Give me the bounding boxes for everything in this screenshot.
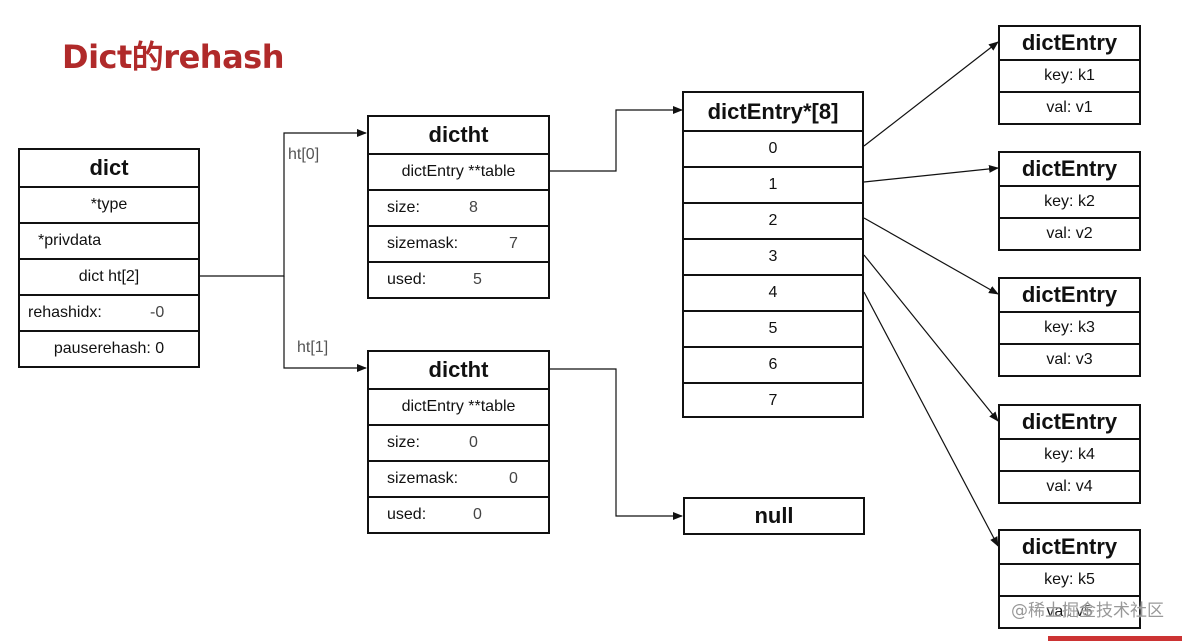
decorative-bar	[1048, 636, 1182, 641]
dict-type-row: *type	[20, 186, 198, 222]
dict-pauserehash-row: pauserehash: 0	[20, 330, 198, 366]
bucket-slot: 2	[684, 202, 862, 238]
ht0-sizemask-value: 7	[509, 235, 518, 252]
dict-entry-key: key: k3	[1000, 311, 1139, 343]
ht0-used-row: used: 5	[369, 261, 548, 297]
null-box: null	[683, 497, 865, 535]
ht1-size-label: size:	[387, 434, 420, 451]
dict-entry-val: val: v4	[1000, 470, 1139, 502]
dict-entry-box: dictEntry key: k5 val: v5	[998, 529, 1141, 629]
edge-label-ht0: ht[0]	[288, 146, 320, 163]
dict-ht-row: dict ht[2]	[20, 258, 198, 294]
ht1-table-row: dictEntry **table	[369, 388, 548, 424]
rehashidx-label: rehashidx:	[28, 304, 102, 321]
ht1-used-row: used: 0	[369, 496, 548, 532]
dict-entry-box: dictEntry key: k2 val: v2	[998, 151, 1141, 251]
edge-ht1-to-null	[550, 368, 683, 520]
dict-entry-val: val: v5	[1000, 595, 1139, 627]
ht0-size-value: 8	[469, 199, 478, 216]
ht1-sizemask-row: sizemask: 0	[369, 460, 548, 496]
ht1-header: dictht	[428, 357, 489, 382]
dict-header: dict	[89, 155, 129, 180]
dict-entry-header: dictEntry	[1021, 534, 1118, 559]
ht0-used-value: 5	[473, 271, 482, 288]
edge-slot4-to-entry5	[863, 291, 999, 547]
ht0-used-label: used:	[387, 271, 427, 288]
ht1-sizemask-value: 0	[509, 470, 518, 487]
dict-entry-header: dictEntry	[1021, 282, 1118, 307]
bucket-slot: 7	[684, 382, 862, 418]
bucket-slot: 3	[684, 238, 862, 274]
edge-dict-to-ht1	[283, 276, 367, 372]
edge-slot1-to-entry2	[863, 164, 999, 183]
page-title: Dict的rehash	[62, 38, 285, 76]
edge-dict-to-ht0	[200, 129, 367, 277]
dict-rehashidx-row: rehashidx: -0	[20, 294, 198, 330]
dict-entry-box: dictEntry key: k3 val: v3	[998, 277, 1141, 377]
edge-label-ht1: ht[1]	[297, 339, 329, 356]
ht1-size-row: size: 0	[369, 424, 548, 460]
rehashidx-value: -0	[150, 304, 165, 321]
ht0-header: dictht	[428, 122, 489, 147]
bucket-array-box: dictEntry*[8] 0 1 2 3 4 5 6 7	[682, 91, 864, 418]
dict-entry-val: val: v2	[1000, 217, 1139, 249]
null-label: null	[754, 503, 794, 528]
ht0-sizemask-row: sizemask: 7	[369, 225, 548, 261]
dict-entry-header: dictEntry	[1021, 30, 1118, 55]
dict-entry-key: key: k5	[1000, 563, 1139, 595]
dict-entry-header: dictEntry	[1021, 156, 1118, 181]
ht1-used-value: 0	[473, 506, 482, 523]
bucket-slot: 5	[684, 310, 862, 346]
ht1-sizemask-label: sizemask:	[387, 470, 459, 487]
bucket-slot: 1	[684, 166, 862, 202]
dict-entry-box: dictEntry key: k4 val: v4	[998, 404, 1141, 504]
dict-entry-header: dictEntry	[1021, 409, 1118, 434]
ht0-sizemask-label: sizemask:	[387, 235, 459, 252]
dict-entry-val: val: v1	[1000, 91, 1139, 123]
dict-entry-key: key: k4	[1000, 438, 1139, 470]
dict-box: dict *type *privdata dict ht[2] rehashid…	[18, 148, 200, 368]
ht0-box: dictht dictEntry **table size: 8 sizemas…	[367, 115, 550, 299]
edge-slot2-to-entry3	[863, 217, 999, 295]
bucket-slot: 4	[684, 274, 862, 310]
edge-slot3-to-entry4	[863, 254, 999, 422]
ht0-size-row: size: 8	[369, 189, 548, 225]
ht0-size-label: size:	[387, 199, 420, 216]
bucket-array-header: dictEntry*[8]	[707, 98, 839, 124]
watermark: @稀土掘金技术社区	[1011, 601, 1164, 621]
dict-entry-key: key: k1	[1000, 59, 1139, 91]
dict-entry-val: val: v3	[1000, 343, 1139, 375]
ht1-box: dictht dictEntry **table size: 0 sizemas…	[367, 350, 550, 534]
ht0-table-row: dictEntry **table	[369, 153, 548, 189]
edge-ht0-to-array	[550, 106, 683, 172]
ht1-size-value: 0	[469, 434, 478, 451]
bucket-slot: 0	[684, 130, 862, 166]
ht1-used-label: used:	[387, 506, 427, 523]
edge-slot0-to-entry1	[863, 41, 999, 147]
dict-privdata-row: *privdata	[20, 222, 198, 258]
dict-entry-key: key: k2	[1000, 185, 1139, 217]
bucket-slot: 6	[684, 346, 862, 382]
dict-entry-box: dictEntry key: k1 val: v1	[998, 25, 1141, 125]
